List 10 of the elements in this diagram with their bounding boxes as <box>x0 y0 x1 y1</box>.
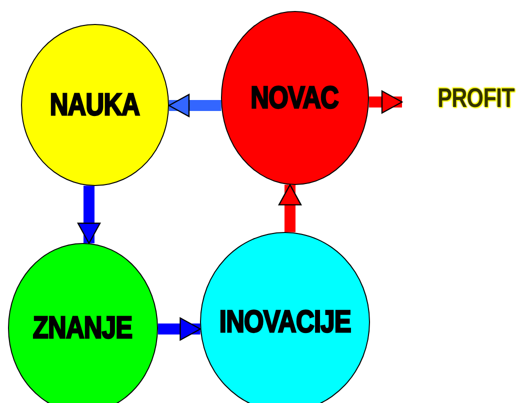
arrow <box>77 186 101 244</box>
concept-label: PROFIT <box>438 82 514 114</box>
arrow <box>368 90 403 114</box>
arrow <box>168 94 222 118</box>
arrow <box>158 317 201 341</box>
concept-label: NOVAC <box>251 80 339 116</box>
concept-label: NAUKA <box>50 87 140 123</box>
arrow <box>278 184 302 232</box>
concept-label: INOVACIJE <box>219 304 351 340</box>
concept-label: ZNANJE <box>33 310 133 346</box>
